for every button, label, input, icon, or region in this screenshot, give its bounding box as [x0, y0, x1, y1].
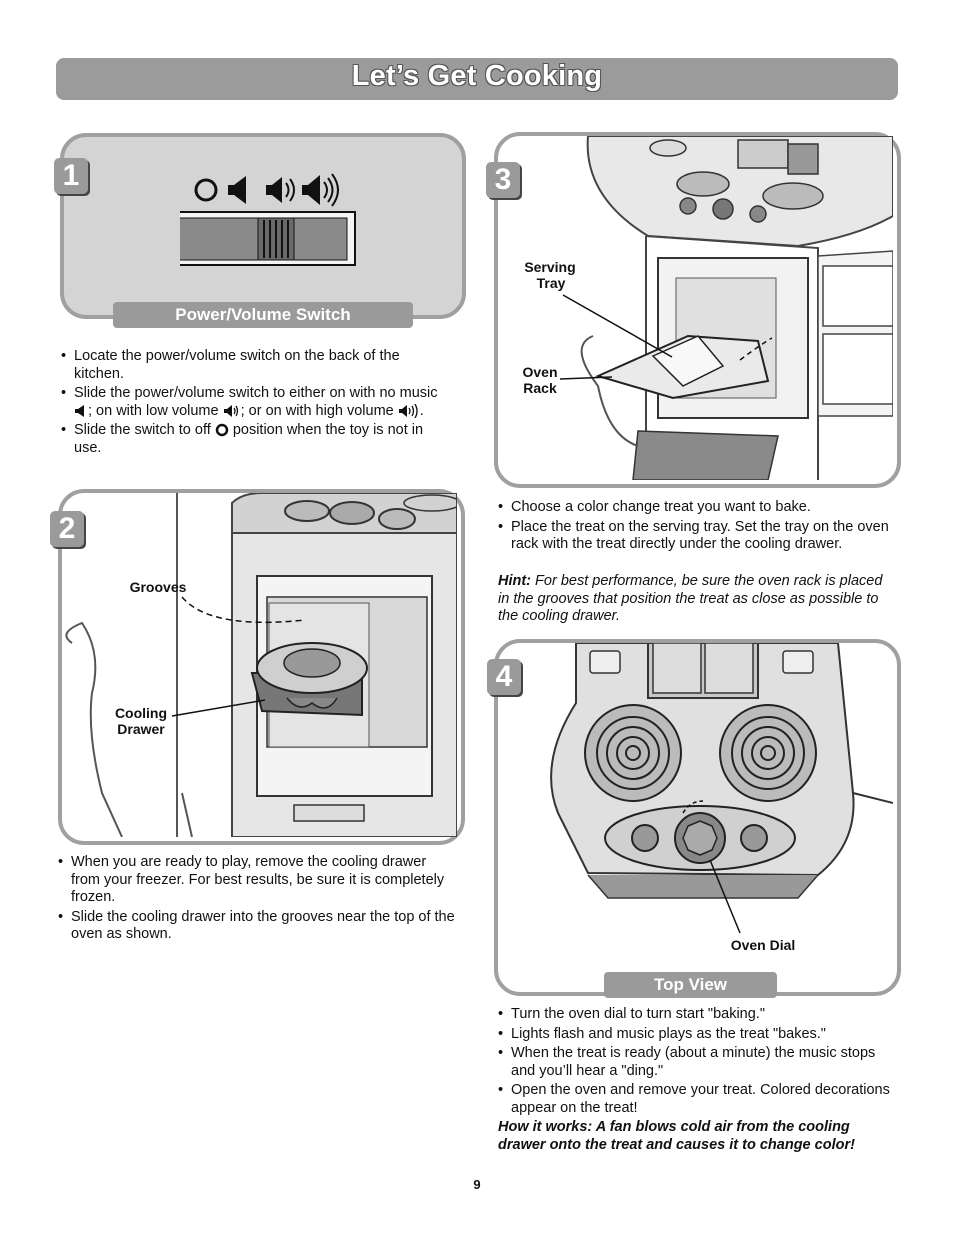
speaker-high-volume-icon — [302, 173, 339, 207]
bullet-text: When the treat is ready (about a minute)… — [511, 1045, 876, 1079]
bullet-text: Open the oven and remove your treat. Col… — [511, 1082, 890, 1116]
step-3-number: 3 — [486, 162, 520, 198]
bullet-text: When you are ready to play, remove the c… — [71, 854, 445, 905]
off-circle-icon — [194, 178, 218, 202]
bullet-text: . — [419, 402, 424, 419]
oven-with-serving-tray-illustration — [580, 136, 893, 480]
step-1-number: 1 — [54, 158, 88, 194]
bullet-text: Slide the switch to off — [74, 422, 211, 438]
bullet-text: Place the treat on the serving tray. Set… — [511, 518, 889, 553]
switch-slider — [180, 211, 356, 266]
step-4-number: 4 — [487, 659, 521, 695]
cooling-drawer-label: Cooling Drawer — [114, 705, 168, 737]
bullet-text: Lights flash and music plays as the trea… — [511, 1025, 826, 1042]
bullet-text: Turn the oven dial to turn start "baking… — [511, 1006, 765, 1022]
power-volume-switch-caption: Power/Volume Switch — [113, 302, 413, 328]
oven-top-view-illustration — [550, 643, 893, 899]
page-header-bar: Let’s Get Cooking — [56, 58, 898, 100]
oven-rack-label: Oven Rack — [522, 364, 558, 396]
how-it-works-note: How it works: A fan blows cold air from … — [498, 1119, 894, 1154]
top-view-caption: Top View — [604, 972, 777, 998]
step-1-instructions: Locate the power/volume switch on the ba… — [61, 348, 453, 459]
step-2-number: 2 — [50, 511, 84, 547]
step-2-instructions: When you are ready to play, remove the c… — [58, 854, 458, 946]
bullet-text: Slide the cooling drawer into the groove… — [71, 908, 455, 943]
step-3-instructions: Choose a color change treat you want to … — [498, 499, 890, 556]
bullet-text: Slide the power/volume switch to either … — [74, 385, 438, 401]
speaker-low-volume-icon — [266, 177, 295, 203]
list-item: Turn the oven dial to turn start "baking… — [498, 1006, 894, 1024]
oven-dial-label: Oven Dial — [730, 937, 796, 953]
hint-text: For best performance, be sure the oven r… — [498, 573, 883, 624]
step-4-instructions: Turn the oven dial to turn start "baking… — [498, 1006, 894, 1119]
list-item: Open the oven and remove your treat. Col… — [498, 1082, 894, 1117]
list-item: Slide the power/volume switch to either … — [61, 385, 453, 420]
bullet-text: ; on with low volume — [88, 402, 219, 419]
bullet-text: position when the toy is not in use. — [74, 422, 424, 456]
oven-with-cooling-drawer-illustration — [65, 493, 457, 837]
list-item: Locate the power/volume switch on the ba… — [61, 348, 453, 383]
bullet-text: ; or on with high volume — [240, 402, 394, 419]
list-item: When you are ready to play, remove the c… — [58, 854, 458, 907]
step-3-hint: Hint: For best performance, be sure the … — [498, 573, 890, 626]
page-title: Let’s Get Cooking — [351, 60, 603, 92]
list-item: Place the treat on the serving tray. Set… — [498, 519, 890, 554]
bullet-text: Locate the power/volume switch on the ba… — [74, 348, 400, 382]
speaker-no-music-icon — [228, 176, 246, 204]
grooves-label: Grooves — [129, 579, 187, 595]
list-item: Slide the switch to off position when th… — [61, 422, 453, 457]
speaker-low-volume-icon — [223, 404, 238, 417]
list-item: Lights flash and music plays as the trea… — [498, 1026, 894, 1044]
how-it-works-text: How it works: A fan blows cold air from … — [498, 1119, 855, 1153]
page-number: 9 — [473, 1177, 481, 1192]
off-circle-icon — [215, 423, 229, 437]
bullet-text: Choose a color change treat you want to … — [511, 499, 811, 515]
hint-label: Hint: — [498, 573, 532, 589]
serving-tray-label: Serving Tray — [524, 259, 576, 291]
list-item: Slide the cooling drawer into the groove… — [58, 909, 458, 944]
list-item: When the treat is ready (about a minute)… — [498, 1045, 894, 1080]
speaker-high-volume-icon — [398, 403, 418, 418]
list-item: Choose a color change treat you want to … — [498, 499, 890, 517]
power-volume-switch-illustration — [180, 173, 356, 266]
speaker-no-music-icon — [75, 404, 84, 417]
